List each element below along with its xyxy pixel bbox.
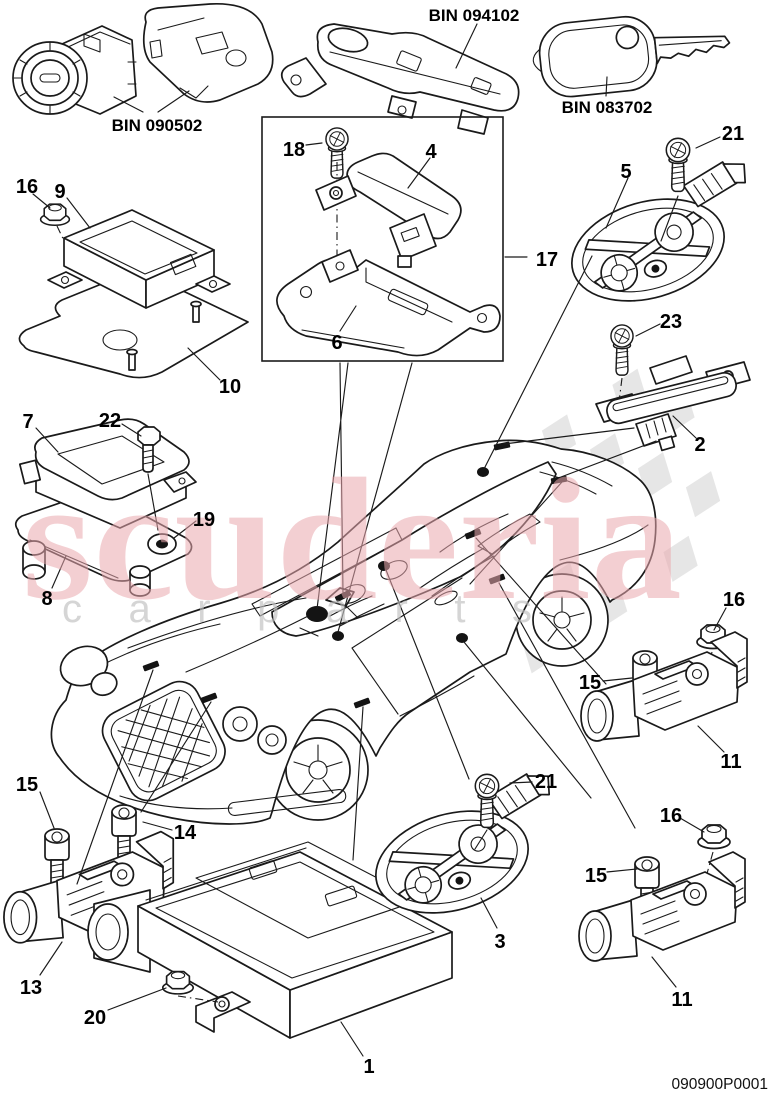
car-grille [101,680,226,802]
sensor-set-right-upper [580,624,748,742]
callout-1: 1 [363,1056,374,1078]
callout-16: 16 [723,589,745,611]
callout-23: 23 [660,311,682,333]
callout-15: 15 [585,865,607,887]
callout-15: 15 [16,774,38,796]
headlights [59,645,287,755]
bin-094102-label: BIN 094102 [429,6,520,25]
alarm-siren-3 [358,767,578,931]
callout-8: 8 [41,588,52,610]
bolt-22 [137,426,161,473]
callout-7: 7 [22,411,33,433]
watermark-title: scuderia [22,442,682,636]
document-number: 090900P0001 [671,1076,768,1093]
control-module-7-bracket-8 [14,418,197,597]
callout-10: 10 [219,376,241,398]
callout-21: 21 [722,123,744,145]
callout-4: 4 [425,141,437,163]
airbag-module-9-bracket-10 [18,203,249,379]
watermark-subtitle: c a r p a r t s [62,587,532,631]
washer-19 [147,533,177,555]
ignition-switch-housing [142,3,274,103]
bracket-6 [276,249,501,357]
label-leader-lines [32,23,727,1057]
alarm-siren-5 [554,137,774,319]
ecu-module-1 [87,841,453,1039]
vehicle-key [532,15,731,98]
callout-16: 16 [16,176,38,198]
location-markers [142,441,568,709]
bin-labels: BIN 090502 BIN 094102 BIN 083702 [112,6,653,135]
callout-6: 6 [331,332,342,354]
callout-13: 13 [20,977,42,999]
bin-090502-label: BIN 090502 [112,116,203,135]
callout-15: 15 [579,672,601,694]
callout-19: 19 [193,509,215,531]
callout-5: 5 [620,161,631,183]
ignition-switch [12,25,137,115]
callout-16: 16 [660,805,682,827]
callout-18: 18 [283,139,305,161]
antenna-bracket-2 [595,324,751,452]
callout-21: 21 [535,771,557,793]
callout-11: 11 [720,751,741,773]
callout-22: 22 [99,410,121,432]
leader-lines [76,255,657,885]
bracket-bushes [22,540,151,597]
car-illustration [50,439,657,825]
bin-083702-label: BIN 083702 [562,98,653,117]
callout-2: 2 [694,434,705,456]
assembly-box-17 [261,116,504,362]
callout-labels: 18 4 6 17 16 9 10 5 21 23 2 7 22 19 8 15 16 11 15 14 13 20 21 3… [16,123,745,1078]
callout-14: 14 [174,822,197,844]
callout-11: 11 [671,989,692,1011]
sensor-set-right-lower [578,824,746,962]
antenna-reader-bin094102 [280,23,520,135]
callout-17: 17 [536,249,558,271]
callout-9: 9 [54,181,65,203]
watermark: scuderia c a r p a r t s [22,442,682,636]
antenna-module-4 [315,152,462,268]
callout-20: 20 [84,1007,106,1029]
callout-3: 3 [494,931,505,953]
